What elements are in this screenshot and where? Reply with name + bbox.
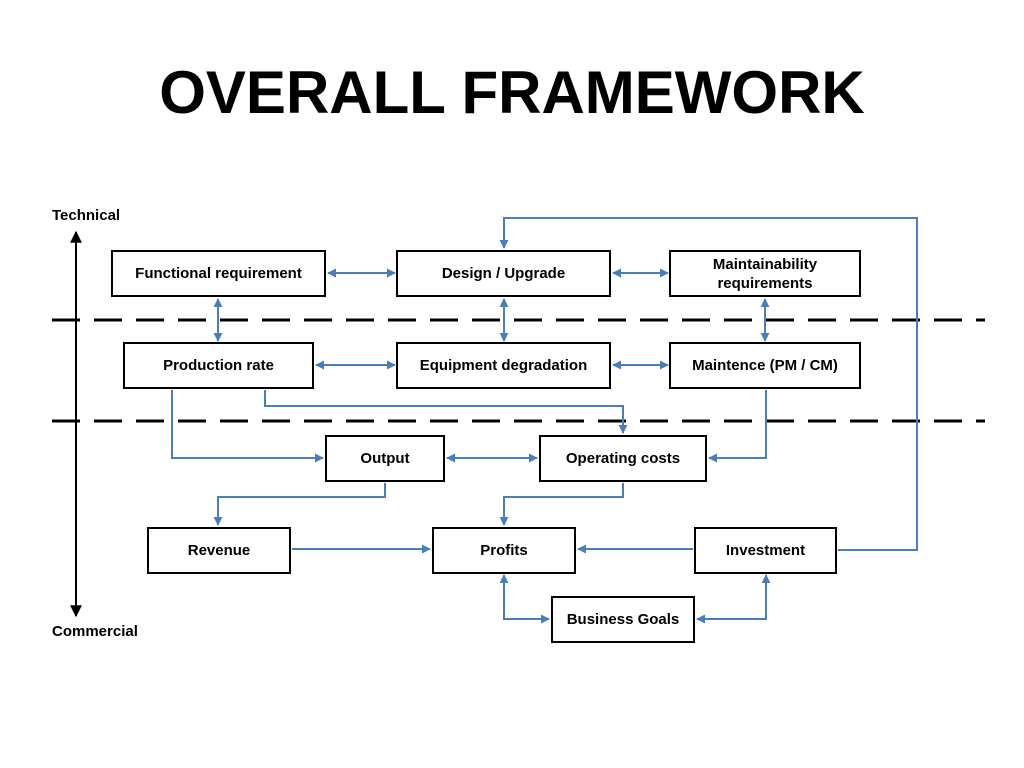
arrow-investment-design [499, 217, 918, 551]
node-profits: Profits [432, 527, 576, 574]
arrow-operating-profits [499, 483, 624, 526]
arrow-maintenance-operating [708, 390, 767, 463]
node-operating-costs: Operating costs [539, 435, 707, 482]
arrow-production-output [171, 390, 324, 463]
node-output: Output [325, 435, 445, 482]
axis-label-technical: Technical [52, 207, 121, 224]
node-design-upgrade: Design / Upgrade [396, 250, 611, 297]
node-equipment-degradation: Equipment degradation [396, 342, 611, 389]
arrow-profits-business [499, 574, 550, 624]
node-maintainability-requirements: Maintainability requirements [669, 250, 861, 297]
node-functional-requirement: Functional requirement [111, 250, 326, 297]
node-maintenance: Maintence (PM / CM) [669, 342, 861, 389]
node-revenue: Revenue [147, 527, 291, 574]
node-production-rate: Production rate [123, 342, 314, 389]
node-business-goals: Business Goals [551, 596, 695, 643]
arrow-investment-business [696, 574, 771, 624]
arrow-production-operating [264, 390, 628, 434]
node-investment: Investment [694, 527, 837, 574]
arrow-output-revenue [213, 483, 386, 526]
axis-label-commercial: Commercial [52, 623, 138, 640]
page-title: OVERALL FRAMEWORK [159, 59, 865, 126]
